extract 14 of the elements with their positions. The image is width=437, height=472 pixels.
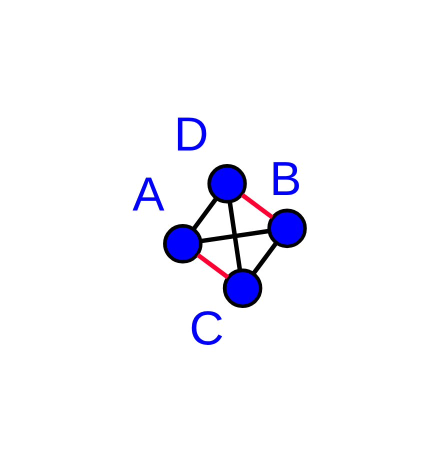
node-label: C [189, 302, 224, 356]
node-circle [222, 268, 262, 308]
node-circle [267, 208, 307, 248]
node-label: B [270, 152, 302, 206]
node-label: D [174, 108, 209, 162]
connector [240, 193, 274, 220]
connector [192, 198, 218, 230]
node-label: A [132, 168, 164, 222]
connector [200, 228, 270, 244]
node-circle [207, 164, 247, 204]
connector [196, 253, 230, 279]
connector [252, 242, 278, 275]
node-circle [163, 224, 203, 264]
connector [228, 201, 242, 270]
